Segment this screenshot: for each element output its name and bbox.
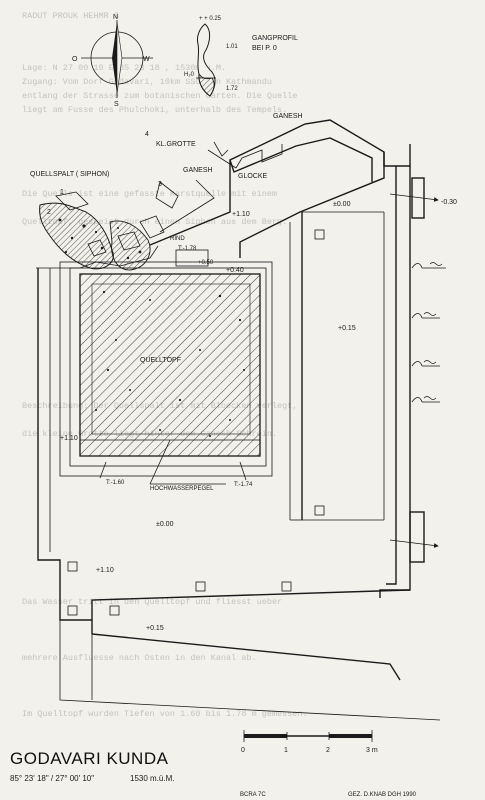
coordinates: 85° 23' 18" / 27° 00' 10" xyxy=(10,774,94,783)
level-plus-110-left: +1.10 xyxy=(60,435,78,442)
label-hochwasserpegel: HOCHWASSERPEGEL xyxy=(150,486,214,492)
num-4: 4 xyxy=(145,131,149,138)
label-glocke: GLOCKE xyxy=(238,173,268,180)
ghost-line: Das Wasser tritt in den Quelltopf und fl… xyxy=(22,597,282,607)
scale-label-2: 2 xyxy=(326,747,330,754)
building-outline xyxy=(37,119,441,721)
level-plus-110-top: +1.10 xyxy=(232,211,250,218)
scale-label-3: 3 m xyxy=(366,747,378,754)
label-kl-grotte: KL.GROTTE xyxy=(156,141,196,148)
gang-profile: + + 0.25 1.01 H₂0 1.72 GANGPROFIL BEI P.… xyxy=(184,16,298,97)
level-t174: T:-1.74 xyxy=(234,482,253,488)
profile-subtitle: BEI P. 0 xyxy=(252,45,277,52)
level-plus-015-bot: +0.15 xyxy=(146,625,164,632)
num-1: 1 xyxy=(60,189,64,196)
scale-label-0: 0 xyxy=(241,747,245,754)
pillars xyxy=(67,229,325,616)
ghost-line: mehrere Ausfluesse nach Osten in den Kan… xyxy=(22,653,257,663)
profile-title: GANGPROFIL xyxy=(252,35,298,42)
rubble-area: 1 2 3 4 xyxy=(36,131,179,271)
profile-mark-top: + + 0.25 xyxy=(199,16,222,22)
ghost-line: liegt am Fusse des Phulchoki, unterhalb … xyxy=(22,105,287,115)
compass-rose: N S W O xyxy=(72,14,153,108)
level-plus-040: +0.40 xyxy=(226,267,244,274)
label-rind: RIND xyxy=(170,236,185,242)
level-t160: T:-1.60 xyxy=(106,480,125,486)
level-plus-110-bot: +1.10 xyxy=(96,567,114,574)
diagram-title: GODAVARI KUNDA xyxy=(10,749,169,768)
quelltopf-pool xyxy=(59,261,273,477)
num-3: 3 xyxy=(158,181,162,188)
compass-south: S xyxy=(114,101,119,108)
credit-right: GEZ. D.KNAB DGH 1990 xyxy=(348,792,417,798)
plan-labels: GANESH KL.GROTTE QUELLSPALT ( SIPHON) GA… xyxy=(30,113,303,492)
level-plus-050: +0.50 xyxy=(198,260,214,266)
compass-west: W xyxy=(143,56,150,63)
profile-mark-h2o: H₂0 xyxy=(184,72,195,78)
label-quellspalt: QUELLSPALT ( SIPHON) xyxy=(30,171,109,178)
label-ganesh-mid: GANESH xyxy=(183,167,213,174)
level-marks: -0.30 ±0.00 +1.10 T:-1.78 +0.50 +0.40 +0… xyxy=(60,199,457,632)
compass-east: O xyxy=(72,56,78,63)
level-zero-top: ±0.00 xyxy=(333,201,351,208)
ghost-line: Quelltopf, gespeist durch einen Siphon a… xyxy=(22,217,287,227)
scale-label-1: 1 xyxy=(284,747,288,754)
level-plus-015-right: +0.15 xyxy=(338,325,356,332)
ghost-line: entlang der Strasse zum botanischen Gart… xyxy=(22,91,297,101)
ghost-line: Lage: N 27 00 10 E 85 23 18 , 1530m u.M. xyxy=(22,63,226,73)
scale-bar: 0 1 2 3 m xyxy=(241,730,378,754)
ghost-line: Im Quelltopf wurden Tiefen von 1.60 bis … xyxy=(22,709,308,719)
compass-north: N xyxy=(113,14,118,21)
altitude: 1530 m.ü.M. xyxy=(130,774,174,783)
footer: GODAVARI KUNDA 85° 23' 18" / 27° 00' 10"… xyxy=(10,749,417,798)
level-t178: T:-1.78 xyxy=(178,246,197,252)
level-minus-030: -0.30 xyxy=(441,199,457,206)
label-quelltopf: QUELLTOPF xyxy=(140,357,181,364)
profile-mark-1: 1.01 xyxy=(226,44,238,50)
num-2: 2 xyxy=(47,209,51,216)
ghost-line: Die Quelle ist eine gefasste Karstquelle… xyxy=(22,189,277,199)
faded-header: RADUT PROUK HEHMR 3 xyxy=(22,11,119,21)
level-zero-mid: ±0.00 xyxy=(156,521,174,528)
ghost-line: Zugang: Vom Dorf Godavari, 10km SSO von … xyxy=(22,77,272,87)
label-ganesh-top: GANESH xyxy=(273,113,303,120)
credit-left: BCRA 7C xyxy=(240,792,266,798)
profile-mark-2: 1.72 xyxy=(226,86,238,92)
outflow-spouts xyxy=(389,177,446,563)
